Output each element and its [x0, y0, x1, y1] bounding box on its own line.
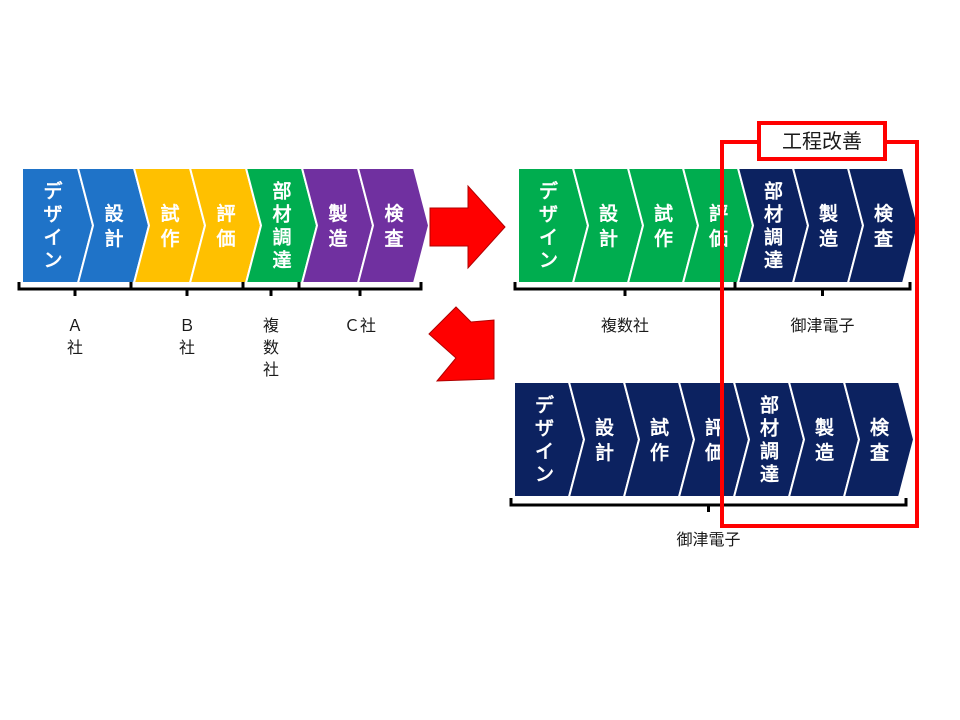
chevron-step-label: デザイン — [43, 179, 63, 271]
arrow-down-right-icon — [428, 306, 495, 382]
company-label: 複数社 — [263, 316, 279, 379]
process-improvement-title-box — [757, 121, 887, 161]
company-label: 御津電子 — [790, 316, 854, 335]
company-label: Ｂ社 — [179, 316, 195, 357]
group-bracket — [513, 282, 737, 296]
group-bracket — [509, 498, 908, 512]
company-label: 複数社 — [601, 316, 649, 335]
chevron-step-label: 評価 — [704, 416, 724, 464]
chevron-step-label: 試作 — [650, 416, 669, 464]
chevron-step-label: 製造 — [818, 203, 839, 250]
company-label: 御津電子 — [676, 530, 740, 549]
company-label: Ａ社 — [67, 316, 83, 357]
chevron-step-label: 試作 — [160, 202, 179, 250]
flow-option1: デザイン設計試作評価部材調達製造検査複数社御津電子 — [513, 167, 920, 335]
chevron-step-label: デザイン — [539, 179, 559, 271]
chevron-step — [846, 167, 920, 284]
chevron-step-label: 評価 — [215, 202, 235, 250]
chevron-step-label: 設計 — [599, 202, 619, 250]
group-bracket — [297, 282, 423, 296]
chevron-step-label: 部材調達 — [764, 179, 783, 271]
chevron-step-label: 製造 — [327, 203, 348, 250]
arrow-right-icon — [429, 184, 506, 270]
group-bracket — [17, 282, 133, 296]
chevron-step-label: 試作 — [654, 202, 673, 250]
chevron-step-label: 検査 — [873, 202, 894, 250]
chevron-step-label: 設計 — [104, 202, 124, 250]
chevron-step-label: デザイン — [535, 393, 555, 485]
company-label: Ｃ社 — [344, 316, 376, 335]
chevron-step-label: 設計 — [595, 416, 615, 464]
chevron-step-label: 検査 — [383, 202, 404, 250]
process-improvement-title: 工程改善 — [782, 129, 862, 153]
chevron-step-label: 部材調達 — [760, 393, 779, 485]
chevron-step — [842, 381, 916, 498]
group-bracket — [129, 282, 245, 296]
chevron-step-label: 製造 — [814, 417, 835, 464]
chevron-step-label: 検査 — [869, 416, 890, 464]
group-bracket — [241, 282, 301, 296]
chevron-step-label: 部材調達 — [272, 179, 291, 271]
chevron-step — [356, 167, 431, 284]
group-bracket — [733, 282, 912, 296]
